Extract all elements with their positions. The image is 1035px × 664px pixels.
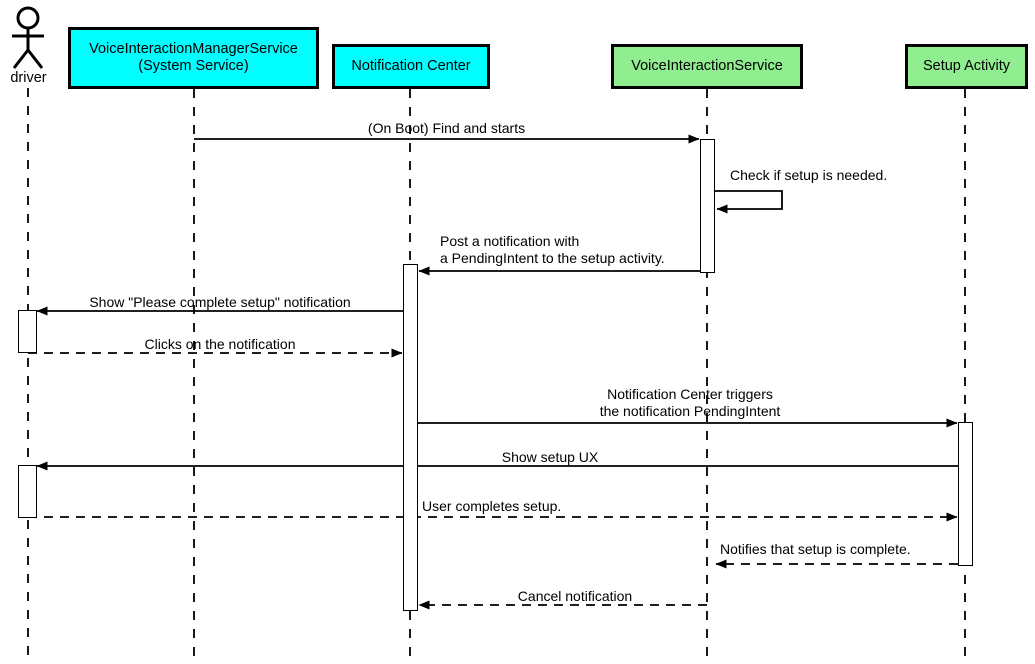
message-m2 <box>715 190 783 214</box>
message-label-m9: Notifies that setup is complete. <box>720 541 911 557</box>
actor-figure-driver <box>12 6 44 69</box>
messages-layer <box>28 134 958 610</box>
participant-box-voiceinteractionservice[interactable]: VoiceInteractionService <box>611 44 803 89</box>
message-label-m5: Clicks on the notification <box>144 336 296 352</box>
participant-label: VoiceInteractionService <box>631 58 783 75</box>
activation-bar-driver <box>18 310 37 353</box>
participant-box-setup-activity[interactable]: Setup Activity <box>905 44 1028 89</box>
activation-bar-notification_center <box>403 264 418 611</box>
message-label-m1: (On Boot) Find and starts <box>367 120 526 136</box>
participant-label: VoiceInteractionManagerService (System S… <box>89 41 298 74</box>
message-label-m10: Cancel notification <box>517 588 633 604</box>
actor-figure-layer <box>12 6 44 69</box>
activation-bar-setup_activity <box>958 422 973 566</box>
activation-bar-driver <box>18 465 37 518</box>
actor-left-leg-icon <box>12 49 30 69</box>
message-label-m7: Show setup UX <box>501 449 599 465</box>
participant-label: Setup Activity <box>922 58 1011 75</box>
actor-head-icon <box>16 6 40 30</box>
message-label-m3: Post a notification with a PendingIntent… <box>440 233 665 266</box>
message-arrow-m2 <box>715 190 783 214</box>
participant-label: Notification Center <box>351 58 471 75</box>
message-label-m2: Check if setup is needed. <box>730 167 888 183</box>
message-label-m6: Notification Center triggers the notific… <box>599 386 781 419</box>
actor-right-leg-icon <box>26 49 44 69</box>
message-label-m4: Show "Please complete setup" notificatio… <box>89 294 351 310</box>
participant-box-notification-center[interactable]: Notification Center <box>332 44 490 89</box>
participant-box-voiceinteractionmanagerservice[interactable]: VoiceInteractionManagerService (System S… <box>68 27 319 89</box>
actor-label-driver: driver <box>10 70 47 86</box>
activation-bar-voice_interaction_service <box>700 139 715 273</box>
message-label-m8: User completes setup. <box>422 498 562 514</box>
